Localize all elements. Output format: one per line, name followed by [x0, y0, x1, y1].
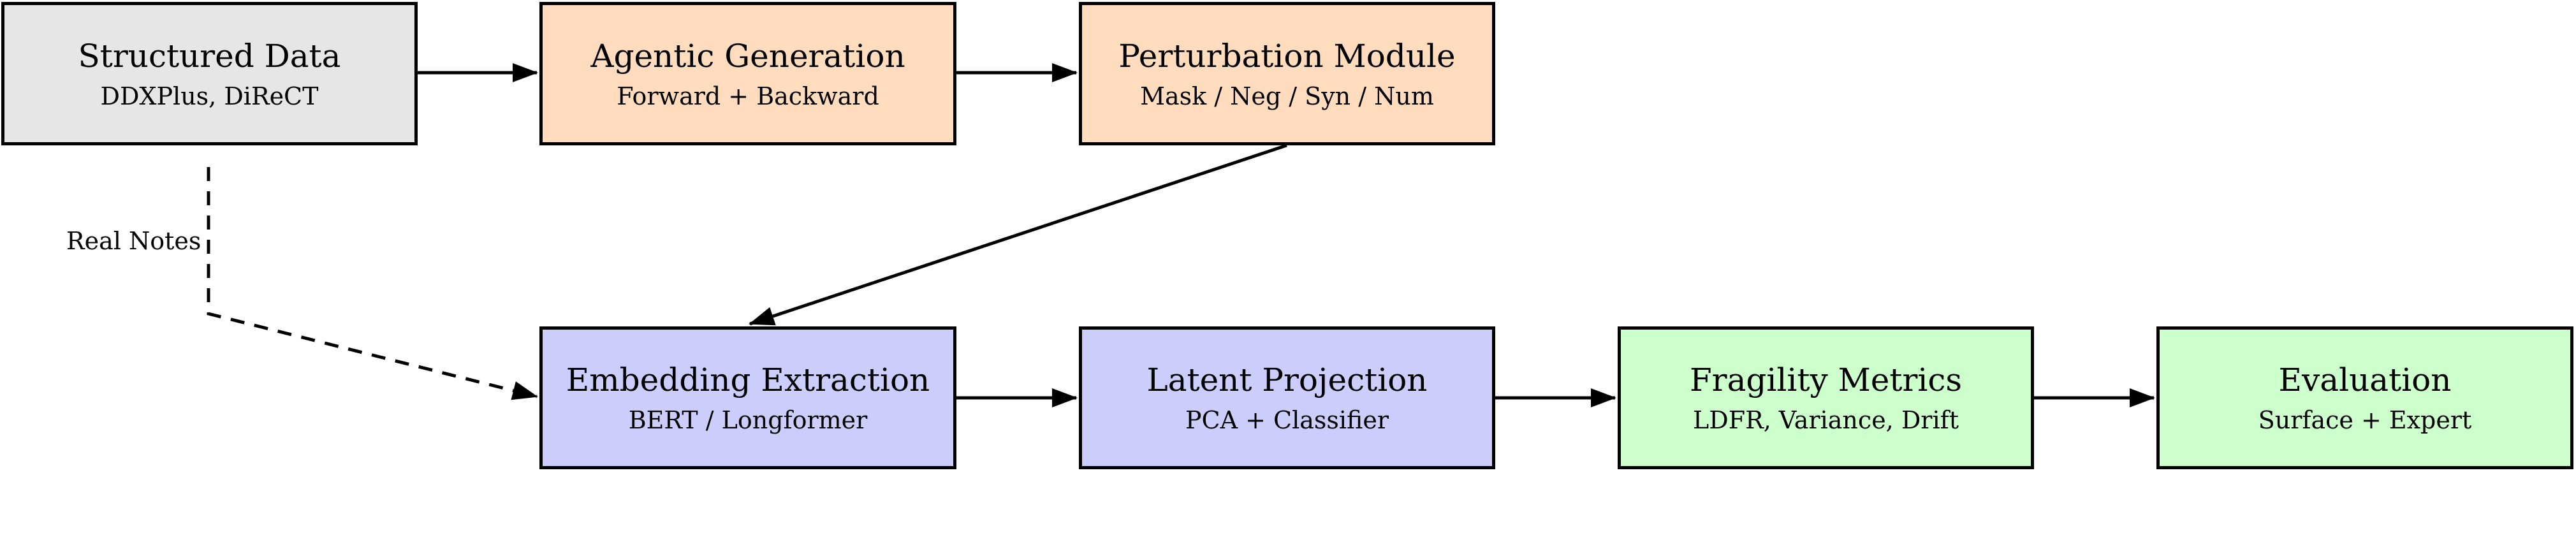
node-fragility-metrics: Fragility Metrics LDFR, Variance, Drift	[1618, 326, 2034, 469]
node-title: Evaluation	[2278, 361, 2452, 398]
node-latent-projection: Latent Projection PCA + Classifier	[1079, 326, 1495, 469]
node-title: Structured Data	[78, 37, 341, 75]
node-subtitle: Mask / Neg / Syn / Num	[1140, 82, 1434, 110]
node-title: Latent Projection	[1146, 361, 1428, 398]
edge-label-real-notes: Real Notes	[66, 227, 201, 255]
node-evaluation: Evaluation Surface + Expert	[2156, 326, 2573, 469]
node-subtitle: DDXPlus, DiReCT	[100, 82, 319, 110]
node-structured-data: Structured Data DDXPlus, DiReCT	[1, 2, 418, 145]
node-title: Embedding Extraction	[566, 361, 930, 398]
node-perturbation-module: Perturbation Module Mask / Neg / Syn / N…	[1079, 2, 1495, 145]
node-title: Agentic Generation	[590, 37, 905, 75]
node-agentic-generation: Agentic Generation Forward + Backward	[539, 2, 956, 145]
node-subtitle: BERT / Longformer	[628, 406, 868, 434]
dashed-arrow-real-notes	[207, 167, 538, 400]
arrow-perturbation-to-embedding	[749, 143, 1287, 326]
node-title: Perturbation Module	[1118, 37, 1456, 75]
node-subtitle: LDFR, Variance, Drift	[1693, 406, 1959, 434]
node-subtitle: PCA + Classifier	[1185, 406, 1389, 434]
node-title: Fragility Metrics	[1689, 361, 1963, 398]
node-subtitle: Surface + Expert	[2258, 406, 2472, 434]
node-embedding-extraction: Embedding Extraction BERT / Longformer	[539, 326, 956, 469]
node-subtitle: Forward + Backward	[617, 82, 879, 110]
